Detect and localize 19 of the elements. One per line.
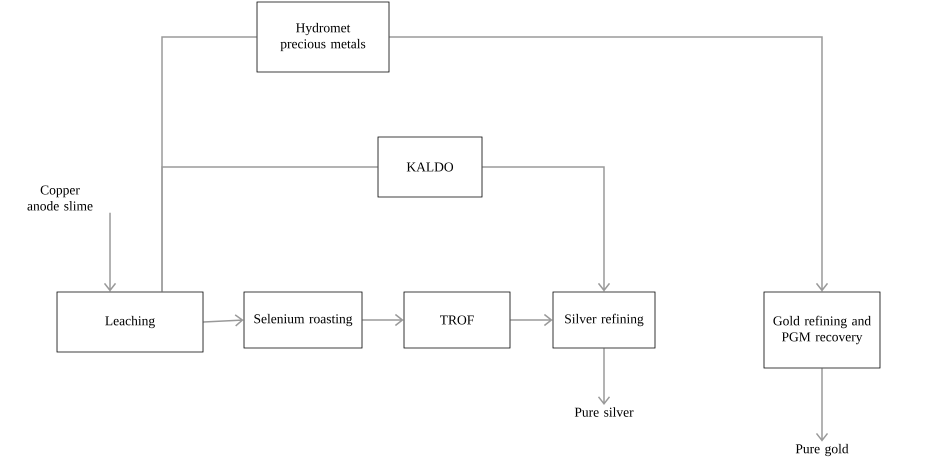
arrow xyxy=(203,314,244,326)
process-box: Silver refining xyxy=(552,292,656,348)
flow-label: Copper anode slime xyxy=(28,185,93,211)
process-box: Hydromet precious metals xyxy=(256,2,390,72)
arrow xyxy=(482,166,610,292)
arrow xyxy=(598,348,610,406)
arrow xyxy=(816,368,828,442)
process-box: Gold refining and PGM recovery xyxy=(764,292,880,368)
flow-label: Pure gold xyxy=(796,444,848,456)
arrow xyxy=(362,314,404,326)
connector-line xyxy=(161,166,378,292)
process-box: Selenium roasting xyxy=(244,292,362,348)
process-box: Leaching xyxy=(56,292,204,352)
flow-label: Pure silver xyxy=(574,407,634,417)
arrow xyxy=(389,36,828,292)
arrow xyxy=(510,314,553,326)
process-box: KALDO xyxy=(378,136,482,198)
process-box: TROF xyxy=(404,292,510,348)
arrow xyxy=(104,212,116,292)
